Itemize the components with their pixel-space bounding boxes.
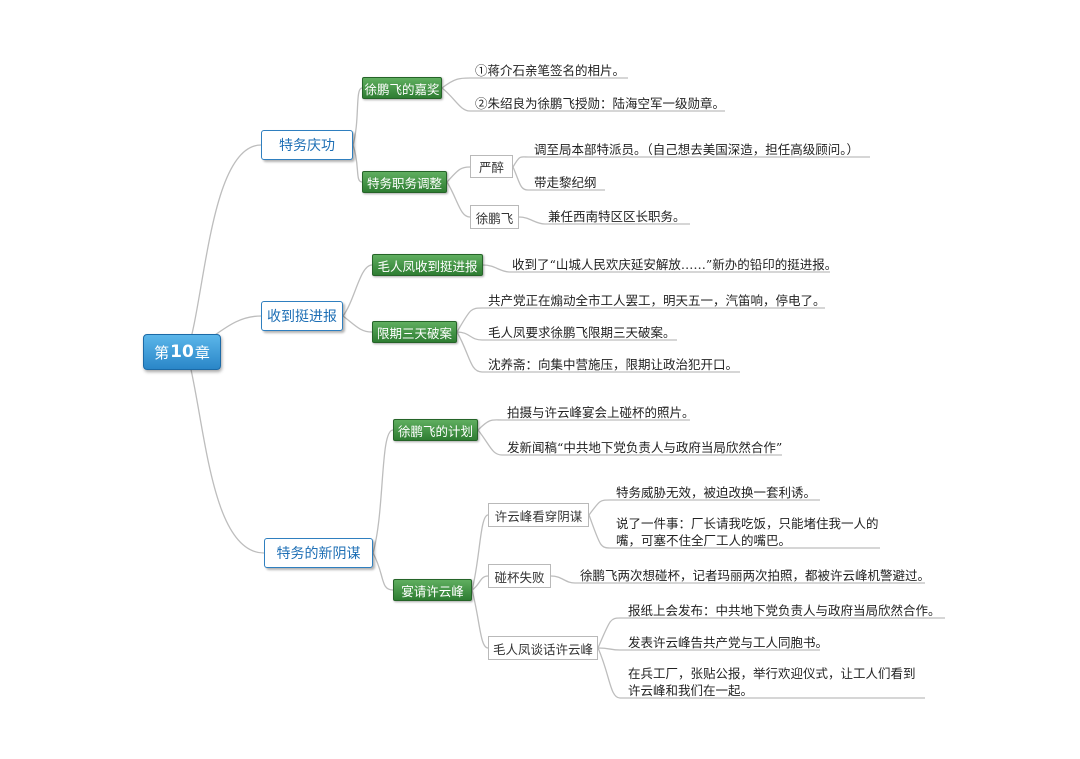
leaf-plan-2: 发新闻稿“中共地下党负责人与政府当局欣然合作” xyxy=(507,440,783,455)
leaf-talk-2: 发表许云峰告共产党与工人同胞书。 xyxy=(628,635,829,650)
leaf-talk-3: 在兵工厂，张贴公报，举行欢迎仪式，让工人们看到 xyxy=(628,666,916,681)
leaf-xu-1: 兼任西南特区区长职务。 xyxy=(548,209,686,224)
node-mao-received[interactable]: 毛人凤收到挺进报 xyxy=(372,254,483,276)
leaf-see-3: 嘴，可塞不住全厂工人的嘴巴。 xyxy=(616,533,792,548)
leaf-see-2: 说了一件事：厂长请我吃饭，只能堵住我一人的 xyxy=(616,516,879,531)
leaf-reward-1: ①蒋介石亲笔签名的相片。 xyxy=(475,63,626,78)
branch-celebration[interactable]: 特务庆功 xyxy=(261,130,353,160)
node-xu-plan[interactable]: 徐鹏飞的计划 xyxy=(393,419,478,441)
branch-received-paper[interactable]: 收到挺进报 xyxy=(261,301,343,331)
leaf-see-1: 特务威胁无效，被迫改换一套利诱。 xyxy=(616,485,817,500)
node-mao-talk[interactable]: 毛人凤谈话许云峰 xyxy=(488,636,598,660)
leaf-deadline-2: 毛人凤要求徐鹏飞限期三天破案。 xyxy=(488,325,676,340)
node-yanzui[interactable]: 严醉 xyxy=(470,155,513,178)
node-xupengfei[interactable]: 徐鹏飞 xyxy=(470,205,519,229)
branch-new-plot[interactable]: 特务的新阴谋 xyxy=(264,538,373,568)
leaf-yanzui-1: 调至局本部特派员。（自己想去美国深造，担任高级顾问。） xyxy=(534,142,860,157)
node-deadline[interactable]: 限期三天破案 xyxy=(372,321,457,343)
leaf-toast-1: 徐鹏飞两次想碰杯，记者玛丽两次拍照，都被许云峰机警避过。 xyxy=(580,568,931,583)
node-toast-fail[interactable]: 碰杯失败 xyxy=(488,564,551,588)
node-see-through[interactable]: 许云峰看穿阴谋 xyxy=(488,503,589,527)
leaf-talk-4: 许云峰和我们在一起。 xyxy=(628,683,754,698)
root-prefix: 第 xyxy=(154,343,170,362)
leaf-yanzui-2: 带走黎纪纲 xyxy=(534,175,597,190)
root-suffix: 章 xyxy=(194,343,210,362)
leaf-plan-1: 拍摄与许云峰宴会上碰杯的照片。 xyxy=(507,405,695,420)
leaf-deadline-3: 沈养斋：向集中营施压，限期让政治犯开口。 xyxy=(488,357,739,372)
node-xu-reward[interactable]: 徐鹏飞的嘉奖 xyxy=(362,77,442,99)
leaf-deadline-1: 共产党正在煽动全市工人罢工，明天五一，汽笛响，停电了。 xyxy=(488,293,826,308)
root-number: 10 xyxy=(170,342,194,362)
leaf-talk-1: 报纸上会发布：中共地下党负责人与政府当局欣然合作。 xyxy=(628,603,941,618)
leaf-reward-2: ②朱绍良为徐鹏飞授勋：陆海空军一级勋章。 xyxy=(475,96,726,111)
node-invite-xu[interactable]: 宴请许云峰 xyxy=(393,579,472,601)
leaf-received-1: 收到了“山城人民欢庆延安解放……”新办的铅印的挺进报。 xyxy=(512,257,838,272)
node-duty-adjust[interactable]: 特务职务调整 xyxy=(362,171,447,193)
